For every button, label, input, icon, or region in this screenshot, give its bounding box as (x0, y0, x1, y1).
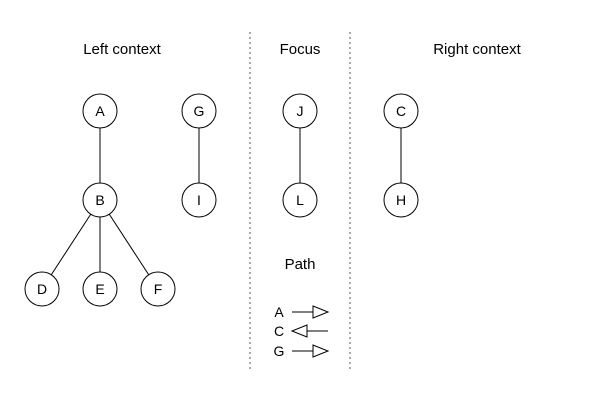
node-l: L (282, 182, 318, 218)
path-row-2: C (274, 323, 328, 339)
edge-b-d (50, 213, 92, 276)
node-d-label: D (37, 281, 47, 297)
node-h: H (383, 182, 419, 218)
node-a: A (82, 93, 118, 129)
node-b: B (82, 182, 118, 218)
node-a-label: A (95, 103, 105, 119)
path-row-1: A (274, 304, 330, 320)
edge-b-f (108, 213, 150, 276)
node-g: G (181, 93, 217, 129)
right-arrow-icon (292, 305, 330, 319)
edge-layer (50, 128, 402, 276)
node-j-label: J (297, 103, 304, 119)
node-e-label: E (95, 281, 104, 297)
node-b-label: B (95, 192, 104, 208)
left-context-title: Left context (83, 41, 161, 58)
node-l-label: L (296, 192, 304, 208)
node-c-label: C (396, 103, 406, 119)
path-row-3: G (274, 343, 330, 359)
node-h-label: H (396, 192, 406, 208)
path-row-2-label: C (274, 323, 284, 339)
node-c: C (383, 93, 419, 129)
path-row-3-label: G (274, 343, 285, 359)
node-i: I (181, 182, 217, 218)
node-g-label: G (194, 103, 205, 119)
path-title: Path (285, 256, 316, 273)
left-arrow-icon (290, 324, 328, 338)
right-context-title: Right context (433, 41, 521, 58)
node-i-label: I (197, 192, 201, 208)
node-j: J (282, 93, 318, 129)
node-e: E (82, 271, 118, 307)
node-f-label: F (154, 281, 163, 297)
focus-title: Focus (280, 41, 321, 58)
node-f: F (140, 271, 176, 307)
path-row-1-label: A (274, 304, 284, 320)
node-d: D (24, 271, 60, 307)
right-arrow-icon (292, 344, 330, 358)
